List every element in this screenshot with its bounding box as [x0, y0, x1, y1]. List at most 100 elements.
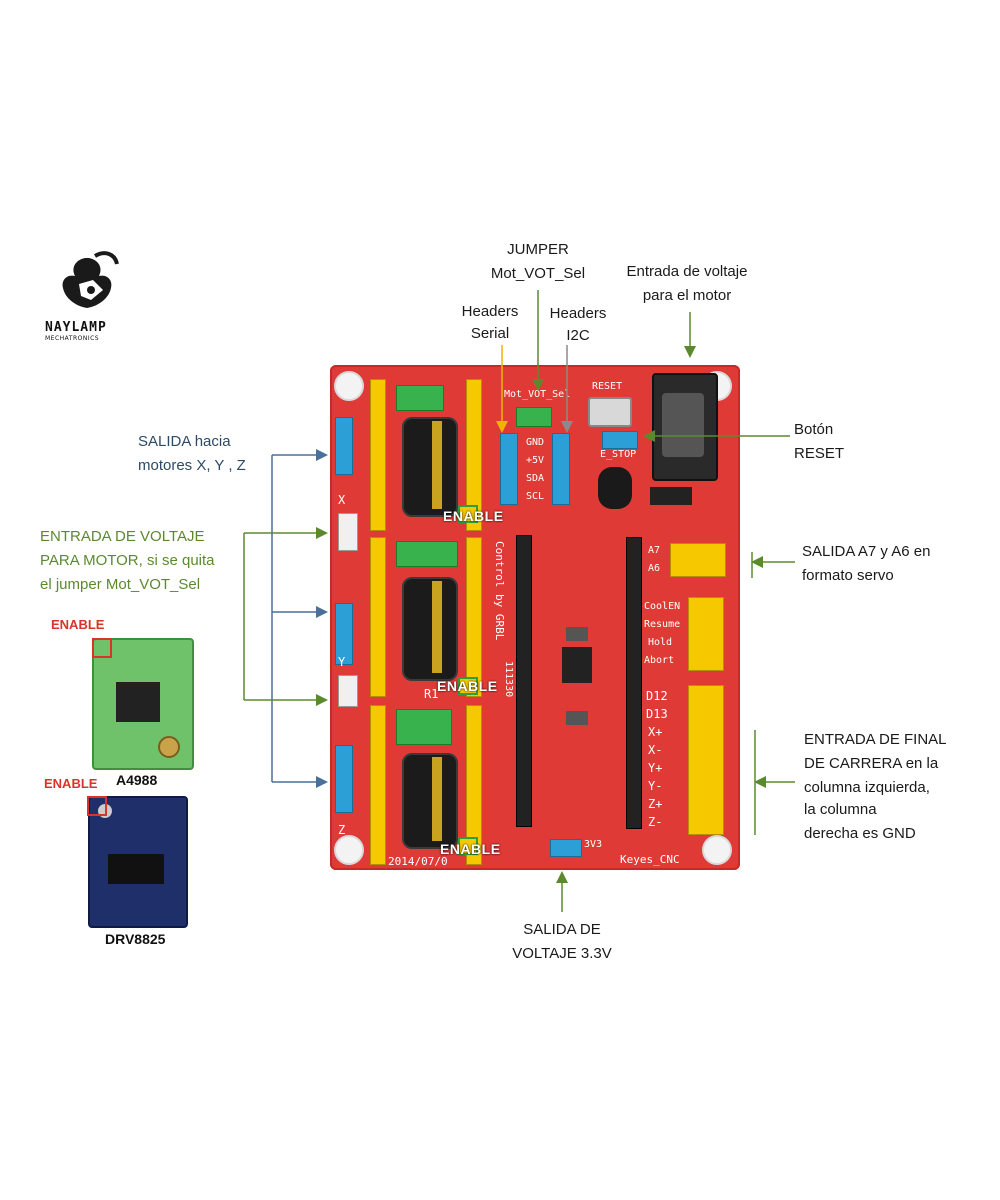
motor-power-label-line1: ENTRADA DE VOLTAJE — [40, 528, 205, 545]
estop-header — [602, 431, 638, 449]
silk-d13: D13 — [646, 707, 668, 721]
silk-mot-vot-sel: Mot_VOT_Sel — [504, 389, 571, 400]
silk-coolen: CoolEN — [644, 601, 681, 612]
silk-5v: +5V — [526, 455, 545, 466]
diode — [650, 487, 692, 505]
silk-keyes: Keyes_CNC — [620, 853, 680, 866]
serial-header — [500, 433, 518, 505]
enable-pad-x — [458, 505, 478, 523]
reset-button[interactable] — [588, 397, 632, 427]
capacitor-band — [432, 421, 442, 509]
silk-yplus: Y+ — [648, 761, 663, 775]
capacitor-band — [432, 581, 442, 673]
endstop-header — [688, 685, 724, 835]
i2c-header — [552, 433, 570, 505]
endstop-label-line1: ENTRADA DE FINAL — [804, 731, 947, 748]
driver-x-capacitor — [402, 417, 458, 517]
control-pins-header — [688, 597, 724, 671]
silk-reset: RESET — [592, 381, 623, 392]
naylamp-logo-icon — [62, 251, 119, 308]
drv8825-enable-label: ENABLE — [44, 776, 98, 791]
arduino-header-left — [516, 535, 532, 827]
endstop-label-line4: la columna — [804, 801, 877, 818]
driver-x-socket-left — [370, 379, 386, 531]
silk-sda: SDA — [526, 473, 545, 484]
naylamp-logo: NAYLAMP MECHATRONICS — [45, 250, 130, 342]
driver-z-socket-right — [466, 705, 482, 865]
small-capacitor — [598, 467, 632, 509]
serial-label-line1: Headers — [461, 303, 519, 320]
silk-3v3: 3V3 — [584, 839, 603, 850]
servo-label-line2: formato servo — [802, 567, 894, 584]
silk-d12: D12 — [646, 689, 668, 703]
silk-z: Z — [338, 823, 346, 837]
driver-x-socket-right — [466, 379, 482, 531]
drv8825-chip — [108, 854, 164, 884]
v33-label-line1: SALIDA DE — [523, 921, 601, 938]
servo-label-line1: SALIDA A7 y A6 en — [802, 543, 931, 560]
logo-sub: MECHATRONICS — [45, 335, 100, 342]
cnc-shield-board: X Y Z R1 ENABLE ENABLE ENABLE Mot_VOT_Se… — [330, 365, 740, 870]
power-label-line2: para el motor — [642, 287, 732, 304]
silk-xplus: X+ — [648, 725, 663, 739]
driver-z-jumpers — [396, 709, 452, 745]
reset-label-line1: Botón — [794, 421, 834, 438]
silk-a7: A7 — [648, 545, 661, 556]
a4988-chip — [116, 682, 160, 722]
driver-y-capacitor — [402, 577, 458, 681]
motor-output-label-line1: SALIDA hacia — [138, 433, 231, 450]
driver-y-jumpers — [396, 541, 458, 567]
driver-z-capacitor — [402, 753, 458, 849]
driver-y-socket-left — [370, 537, 386, 697]
silk-y: Y — [338, 655, 346, 669]
motor-power-input-x — [338, 513, 358, 551]
silk-resume: Resume — [644, 619, 681, 630]
mot-vot-sel-jumper — [516, 407, 552, 427]
enable-label-z: ENABLE — [440, 841, 501, 857]
drv8825-module — [88, 796, 188, 928]
driver-x-jumpers — [396, 385, 444, 411]
silk-hold: Hold — [648, 637, 673, 648]
silk-abort: Abort — [644, 655, 675, 666]
v33-header — [550, 839, 582, 857]
silk-r1: R1 — [424, 687, 439, 701]
power-label-line1: Entrada de voltaje — [626, 263, 748, 280]
silk-x: X — [338, 493, 346, 507]
jumper-name: Mot_VOT_Sel — [490, 265, 586, 282]
jumper-title: JUMPER — [507, 241, 569, 258]
drv8825-name: DRV8825 — [105, 931, 166, 947]
motor-x-output-header — [335, 417, 353, 475]
i2c-label-line1: Headers — [549, 305, 607, 322]
v33-label-line2: VOLTAJE 3.3V — [512, 945, 612, 962]
silk-scl: SCL — [526, 491, 545, 502]
arrow-motor-power-inputs — [243, 527, 328, 706]
smd-component — [566, 627, 588, 641]
a4988-name: A4988 — [116, 772, 158, 788]
silk-zplus: Z+ — [648, 797, 663, 811]
reset-label-line2: RESET — [794, 445, 845, 462]
endstop-label-line2: DE CARRERA en la — [804, 755, 939, 772]
silk-estop: E_STOP — [600, 449, 637, 460]
mounting-hole — [702, 835, 732, 865]
endstop-label-line3: columna izquierda, — [804, 779, 930, 796]
a4988-module — [92, 638, 194, 770]
mounting-hole — [334, 835, 364, 865]
capacitor-band — [432, 757, 442, 841]
motor-z-output-header — [335, 745, 353, 813]
mounting-hole — [334, 371, 364, 401]
endstop-label-line5: derecha es GND — [804, 825, 916, 842]
servo-a7-a6-header — [670, 543, 726, 577]
enable-label-y: ENABLE — [437, 678, 498, 694]
arduino-header-right — [626, 537, 642, 829]
voltage-regulator — [562, 647, 592, 683]
enable-pad-z — [458, 837, 478, 855]
silk-gnd: GND — [526, 437, 545, 448]
i2c-label-line2: I2C — [566, 327, 590, 344]
enable-label-x: ENABLE — [443, 508, 504, 524]
logo-name: NAYLAMP — [45, 320, 107, 335]
drv8825-enable-marker — [87, 796, 107, 816]
silk-yminus: Y- — [648, 779, 663, 793]
silk-xminus: X- — [648, 743, 663, 757]
driver-y-socket-right — [466, 537, 482, 697]
